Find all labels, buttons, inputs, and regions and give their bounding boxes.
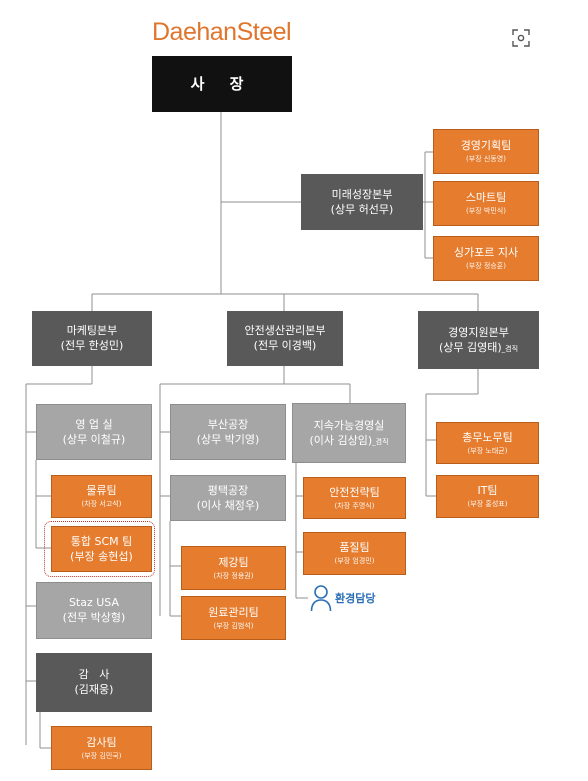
team-box: 원료관리팀 (부장 김범석): [181, 596, 286, 640]
team-name: 싱가포르 지사: [453, 246, 519, 260]
sales-office-box: 영 업 실 (상무 이철규): [36, 404, 152, 460]
team-head: (부장 김민국): [81, 751, 122, 760]
team-box: 경영기획팀 (부장 신동영): [433, 129, 539, 174]
team-head: (부장 노태균): [467, 446, 508, 455]
sales-office-head: (상무 이철규): [62, 432, 126, 446]
team-name: 안전전략팀: [329, 485, 380, 499]
team-name: 감사팀: [86, 735, 117, 749]
team-box: 감사팀 (부장 김민국): [51, 726, 152, 770]
team-name: 통합 SCM 팀: [70, 534, 133, 548]
support-division-name: 경영지원본부: [448, 325, 509, 339]
busan-plant-name: 부산공장: [207, 417, 249, 431]
marketing-division-name: 마케팅본부: [66, 324, 118, 338]
support-division-head-line: (상무 김영태)_겸직: [439, 341, 518, 355]
team-head: (부장 정승훈): [466, 262, 506, 270]
staz-usa-name: Staz USA: [68, 596, 120, 610]
team-name: 경영기획팀: [460, 139, 512, 153]
safety-division-box: 안전생산관리본부 (전무 이경백): [227, 311, 343, 366]
team-head: (부장 김범석): [213, 621, 254, 630]
marketing-division-box: 마케팅본부 (전무 한성민): [32, 311, 152, 366]
ceo-box: 사 장: [152, 56, 292, 112]
team-box: 품질팀 (부장 엄경민): [303, 532, 406, 575]
audit-name: 감 사: [78, 668, 110, 682]
team-head: (부장 박민식): [466, 207, 506, 215]
team-box: 물류팀 (차장 서고석): [51, 475, 152, 518]
team-name: 물류팀: [86, 484, 117, 498]
future-division-head: (상무 허선무): [330, 202, 394, 216]
team-box: 제강팀 (차장 정용권): [181, 546, 286, 590]
team-head: (차장 서고석): [81, 500, 122, 508]
sustainability-office-head-line: (이사 김상임)_겸직: [309, 434, 388, 448]
sustainability-office-head: (이사 김상임): [309, 433, 373, 447]
staz-usa-box: Staz USA (전무 박상형): [36, 582, 152, 639]
team-box: 안전전략팀 (차장 주명식): [303, 477, 406, 519]
person-icon: [310, 585, 332, 612]
team-head: (부장 엄경민): [334, 557, 375, 565]
environment-item: 환경담당: [310, 584, 375, 612]
concurrent-suffix: _겸직: [372, 437, 389, 446]
company-logo: DaehanSteel: [152, 18, 292, 46]
team-name: IT팀: [477, 484, 498, 498]
team-name: 스마트팀: [465, 191, 507, 205]
team-box: IT팀 (부장 홍성표): [436, 475, 539, 518]
safety-division-head: (전무 이경백): [253, 339, 317, 352]
team-name: 제강팀: [218, 555, 249, 569]
sustainability-office-box: 지속가능경영실 (이사 김상임)_겸직: [292, 403, 406, 463]
support-division-box: 경영지원본부 (상무 김영태)_겸직: [418, 311, 539, 369]
team-box: 스마트팀 (부장 박민식): [433, 181, 539, 226]
pyeongtaek-plant-head: (이사 채정우): [196, 498, 260, 512]
support-division-head: (상무 김영태): [438, 340, 502, 354]
staz-usa-head: (전무 박상형): [62, 611, 126, 624]
busan-plant-box: 부산공장 (상무 박기영): [170, 404, 286, 460]
team-name: 품질팀: [339, 541, 370, 555]
team-box: 통합 SCM 팀 (부장 송현섭): [51, 526, 152, 572]
sustainability-office-name: 지속가능경영실: [313, 418, 385, 432]
scm-highlight-frame: [44, 521, 155, 577]
concurrent-suffix: _겸직: [501, 344, 519, 353]
busan-plant-head: (상무 박기영): [196, 432, 260, 446]
audit-box: 감 사 (김재웅): [36, 653, 152, 712]
audit-head: (김재웅): [74, 683, 114, 696]
team-box: 총무노무팀 (부장 노태균): [436, 422, 539, 464]
sales-office-name: 영 업 실: [75, 417, 113, 431]
pyeongtaek-plant-box: 평택공장 (이사 채정우): [170, 475, 286, 521]
marketing-division-head: (전무 한성민): [60, 339, 124, 352]
ceo-title: 사 장: [190, 74, 254, 93]
team-name: 원료관리팀: [208, 605, 259, 619]
team-head: (부장 홍성표): [467, 500, 508, 508]
pyeongtaek-plant-name: 평택공장: [207, 483, 249, 497]
team-box: 싱가포르 지사 (부장 정승훈): [433, 236, 539, 281]
team-name: 총무노무팀: [462, 430, 513, 444]
team-head: (차장 주명식): [334, 501, 375, 510]
future-division-box: 미래성장본부 (상무 허선무): [301, 174, 423, 230]
scan-icon[interactable]: [511, 28, 531, 48]
team-head: (부장 신동영): [466, 155, 506, 163]
safety-division-name: 안전생산관리본부: [244, 324, 326, 338]
future-division-name: 미래성장본부: [331, 187, 393, 201]
environment-label: 환경담당: [335, 592, 376, 605]
team-head: (차장 정용권): [213, 571, 254, 580]
team-head: (부장 송현섭): [70, 549, 133, 563]
